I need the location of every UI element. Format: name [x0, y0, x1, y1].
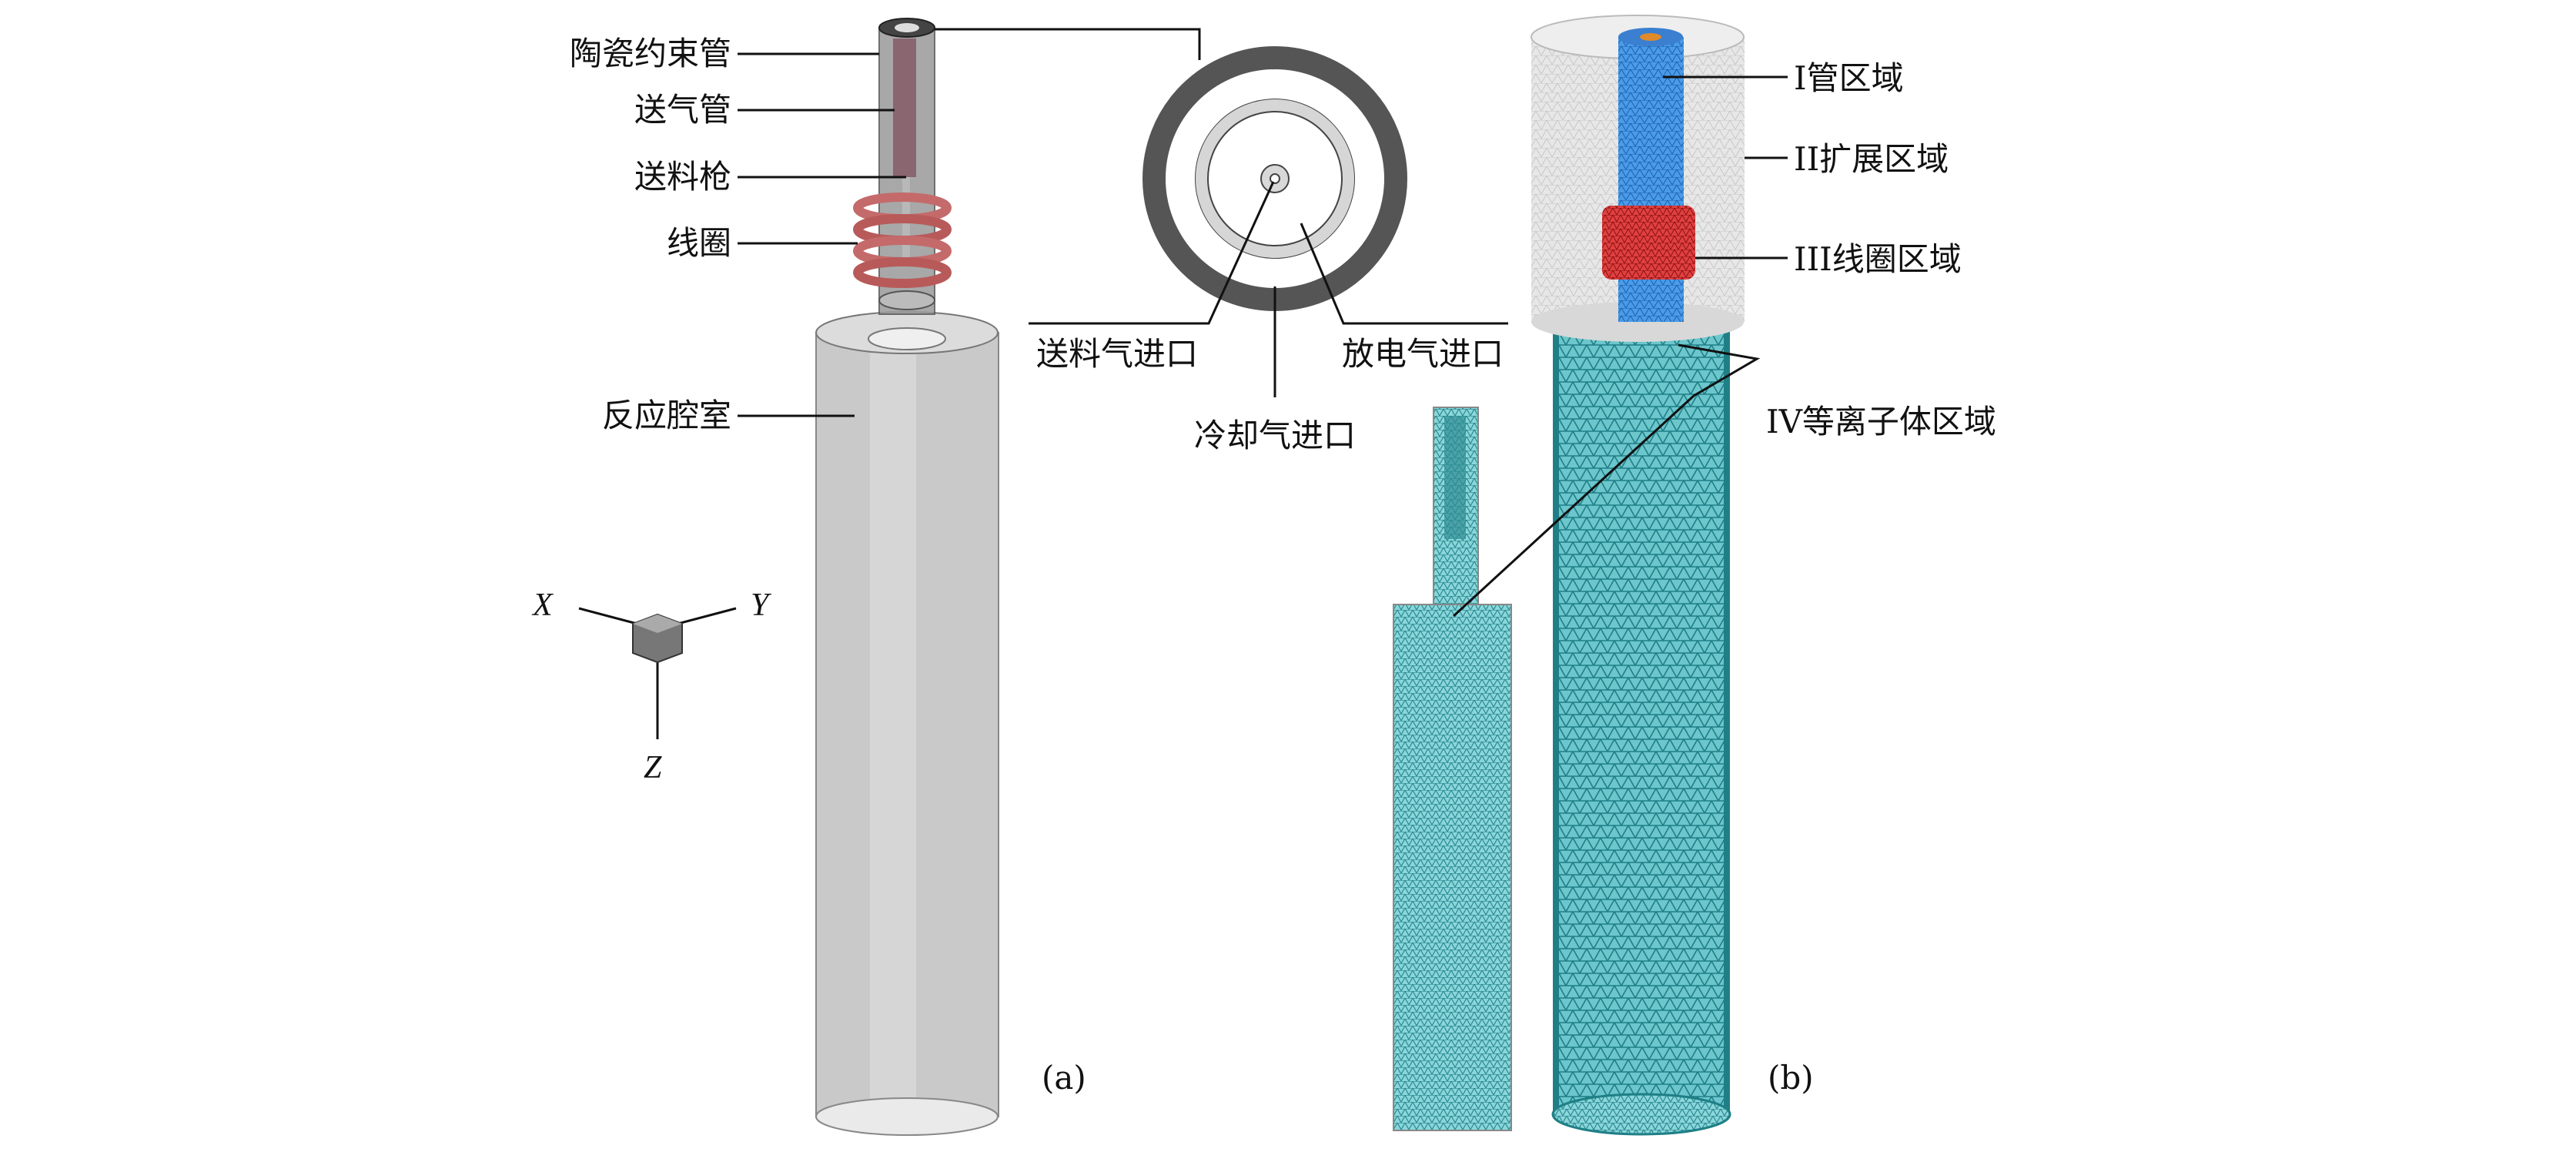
panel-a: 陶瓷约束管 送气管 送料枪 线圈 反应腔室 X Y Z: [531, 18, 1508, 1136]
cross-section-connector: [935, 28, 1201, 60]
label-region-expansion: II扩展区域: [1794, 140, 1949, 178]
label-ceramic-tube: 陶瓷约束管: [570, 35, 731, 72]
axis-x-label: X: [531, 588, 554, 623]
panel-b-label: (b): [1768, 1059, 1814, 1097]
label-discharge-gas-inlet: 放电气进口: [1342, 335, 1504, 373]
label-gas-tube: 送气管: [634, 91, 731, 129]
leader-plasma: [1452, 343, 1761, 618]
leader-feed-gas: [1029, 181, 1275, 325]
axis-z-label: Z: [644, 750, 662, 785]
label-region-tube: I管区域: [1794, 59, 1904, 97]
label-feed-gas-inlet: 送料气进口: [1036, 335, 1198, 373]
panel-a-label: (a): [1042, 1059, 1086, 1097]
axis-y-label: Y: [751, 588, 772, 623]
leader-discharge-gas: [1300, 223, 1508, 325]
mesh-3d-plasma: [1551, 329, 1731, 1136]
label-cooling-gas-inlet: 冷却气进口: [1194, 417, 1356, 454]
reaction-chamber: [815, 311, 999, 1136]
cross-section: [1142, 46, 1407, 311]
label-region-plasma: IV等离子体区域: [1766, 403, 1996, 440]
label-region-coil: III线圈区域: [1794, 240, 1962, 278]
panel-b: I管区域 II扩展区域 III线圈区域 IV等离子体区域 (b): [1393, 15, 1996, 1136]
coil: [853, 193, 952, 288]
label-coil: 线圈: [667, 224, 731, 262]
label-feed-gun: 送料枪: [634, 158, 731, 196]
mesh-3d-expansion: [1531, 15, 1745, 342]
coordinate-axes: X Y Z: [531, 588, 772, 785]
torch-tube: [878, 18, 935, 315]
label-chamber: 反应腔室: [602, 397, 731, 434]
mesh-2d: [1393, 407, 1512, 1131]
